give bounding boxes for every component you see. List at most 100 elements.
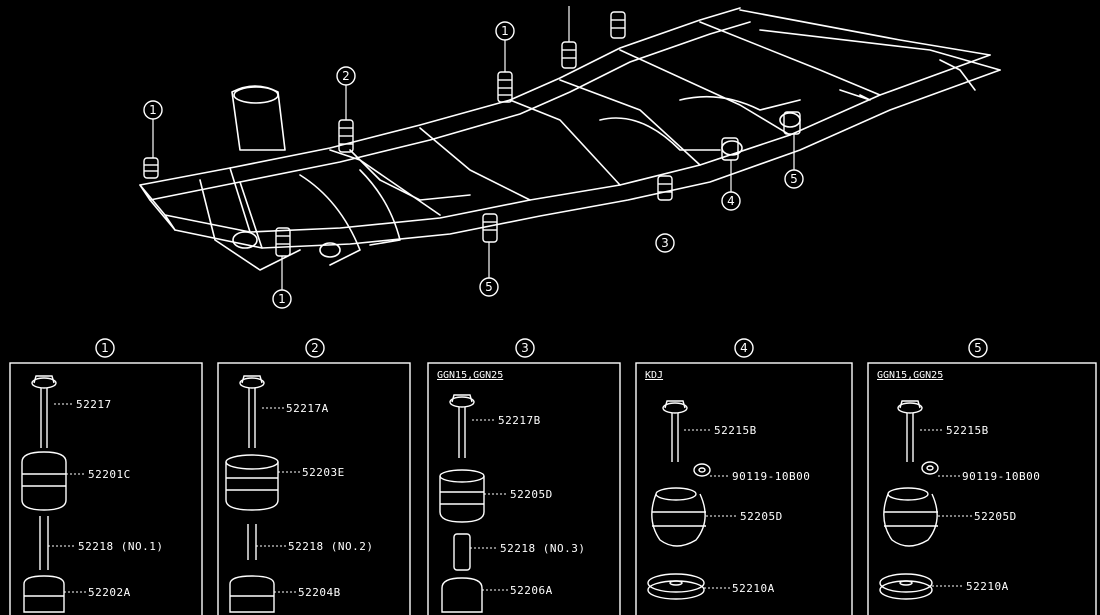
washer-illustration <box>647 573 705 600</box>
mount-stack <box>482 213 498 243</box>
mount-stack <box>275 227 291 257</box>
cushion-illustration <box>225 454 279 511</box>
callout-number: 2 <box>342 69 350 83</box>
mount-stack <box>143 157 159 179</box>
svg-text:1: 1 <box>101 341 109 355</box>
part-number-label: 52210A <box>732 582 775 595</box>
panel-box <box>427 362 621 615</box>
frame-callouts: 1 2 1 1 5 5 4 3 <box>143 21 804 309</box>
part-number-label: 52210A <box>966 580 1009 593</box>
part-number-label: 52203E <box>302 466 345 479</box>
panel-5-parts <box>879 400 939 600</box>
callout-marker: 4 <box>721 191 741 211</box>
part-number-label: 52201C <box>88 468 131 481</box>
callout-number: 1 <box>149 103 157 117</box>
cushion-illustration <box>441 577 483 613</box>
panel-2-parts <box>225 375 279 613</box>
callout-number: 1 <box>501 24 509 38</box>
bolt-illustration <box>897 400 923 462</box>
part-number-label: 52218 (NO.3) <box>500 542 585 555</box>
callout-marker: 5 <box>479 277 499 297</box>
mount-stack <box>497 71 513 103</box>
part-number-label: 52217 <box>76 398 112 411</box>
part-number-label: 52217A <box>286 402 329 415</box>
nut-illustration <box>921 461 939 475</box>
bolt-illustration <box>662 400 688 462</box>
svg-text:3: 3 <box>521 341 529 355</box>
panel-box <box>635 362 853 615</box>
callout-number: 4 <box>727 194 735 208</box>
panel-3-leaders <box>470 419 508 591</box>
part-number-label: 90119-10B00 <box>732 470 810 483</box>
panel-1-parts <box>21 375 67 613</box>
part-number-label: 90119-10B00 <box>962 470 1040 483</box>
panel-5-leaders <box>920 429 972 587</box>
cushion-illustration <box>21 451 67 511</box>
callout-marker: 5 <box>784 169 804 189</box>
panel-number: 3 <box>515 338 535 358</box>
spacer-illustration <box>453 533 471 571</box>
callout-number: 5 <box>485 280 493 294</box>
callout-number: 1 <box>278 292 286 306</box>
mount-stack <box>657 175 673 201</box>
panel-header: GGN15,GGN25 <box>877 370 943 381</box>
panel-3-parts <box>439 394 485 613</box>
panel-box <box>217 362 411 615</box>
callout-marker: 2 <box>336 66 356 86</box>
mount-stack <box>783 111 801 135</box>
callout-leaders <box>152 6 795 290</box>
frame-mounts <box>143 11 801 257</box>
callout-number: 5 <box>790 172 798 186</box>
cushion-illustration <box>651 487 706 547</box>
bolt-illustration <box>239 375 265 448</box>
cushion-illustration <box>883 487 938 547</box>
mount-stack <box>721 137 739 161</box>
spacer-illustration <box>39 516 49 570</box>
part-number-label: 52205D <box>740 510 783 523</box>
frame-illustration <box>139 7 1001 271</box>
spacer-illustration <box>247 524 257 560</box>
bolt-illustration <box>31 375 57 448</box>
part-number-label: 52205D <box>974 510 1017 523</box>
panel-number: 1 <box>95 338 115 358</box>
panel-box <box>9 362 203 615</box>
panel-number: 5 <box>968 338 988 358</box>
part-number-label: 52215B <box>946 424 989 437</box>
cushion-illustration <box>23 575 65 613</box>
callout-marker: 3 <box>655 233 675 253</box>
svg-text:5: 5 <box>974 341 982 355</box>
mount-stack <box>561 41 577 69</box>
panel-1-leaders <box>48 403 86 593</box>
part-number-label: 52215B <box>714 424 757 437</box>
panel-number: 4 <box>734 338 754 358</box>
callout-marker: 1 <box>272 289 292 309</box>
svg-text:4: 4 <box>740 341 748 355</box>
panel-4-leaders <box>684 429 738 589</box>
callout-marker: 1 <box>495 21 515 41</box>
washer-illustration <box>879 573 933 600</box>
cushion-illustration <box>439 469 485 523</box>
part-number-label: 52217B <box>498 414 541 427</box>
panel-frames <box>9 362 1097 615</box>
part-number-label: 52205D <box>510 488 553 501</box>
panel-header: GGN15,GGN25 <box>437 370 503 381</box>
part-number-label: 52204B <box>298 586 341 599</box>
cushion-illustration <box>229 575 275 613</box>
part-number-label: 52202A <box>88 586 131 599</box>
part-number-label: 52218 (NO.2) <box>288 540 373 553</box>
panel-header: KDJ <box>645 370 663 381</box>
panel-box <box>867 362 1097 615</box>
panel-2-leaders <box>256 407 300 593</box>
panel-number-markers: 1 2 3 4 5 <box>95 338 988 358</box>
nut-illustration <box>693 463 711 477</box>
mount-stack <box>338 119 354 153</box>
mount-stack <box>610 11 626 39</box>
part-number-label: 52218 (NO.1) <box>78 540 163 553</box>
panel-number: 2 <box>305 338 325 358</box>
part-number-label: 52206A <box>510 584 553 597</box>
svg-text:2: 2 <box>311 341 319 355</box>
panel-4-parts <box>647 400 711 600</box>
callout-marker: 1 <box>143 100 163 120</box>
callout-number: 3 <box>661 236 669 250</box>
